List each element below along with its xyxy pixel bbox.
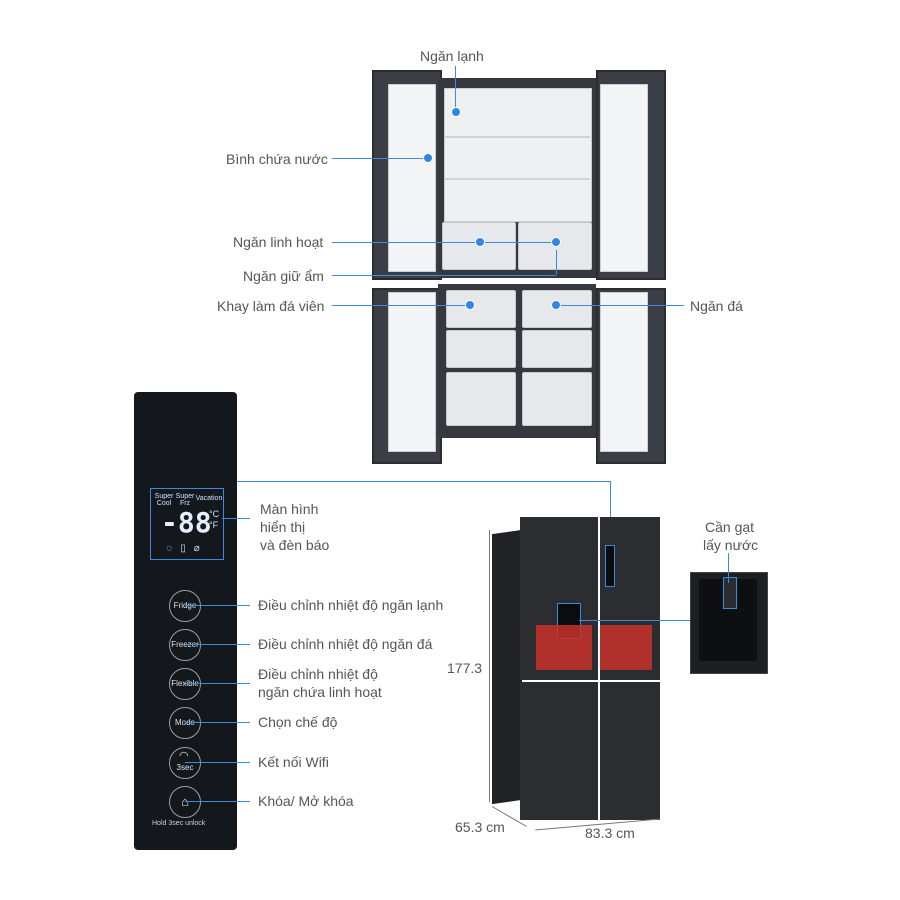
label-water-tank: Bình chứa nước <box>226 151 328 167</box>
mode-button[interactable]: Mode <box>169 707 201 739</box>
marker-dot <box>551 300 561 310</box>
lock-icon: ⌂ <box>181 794 189 809</box>
flexible-button[interactable]: Flexible <box>169 668 201 700</box>
marker-dot <box>451 107 461 117</box>
display-description: Màn hình <box>260 501 319 517</box>
height-dimension: 177.3 <box>447 660 483 676</box>
label-ice-tray: Khay làm đá viên <box>217 298 325 314</box>
label-humidity-drawer: Ngăn giữ ẩm <box>243 268 324 284</box>
marker-dot <box>423 153 433 163</box>
fridge-button[interactable]: Fridge <box>169 590 201 622</box>
dispenser-lever-label-line1: Cần gạt <box>705 519 755 535</box>
label-flexible-compartment: Ngăn linh hoạt <box>233 234 324 250</box>
wifi-icon: ◠ <box>179 750 189 762</box>
water-dispenser-closeup <box>690 572 768 674</box>
marker-dot <box>551 237 561 247</box>
temperature-digits: -88 <box>161 506 212 539</box>
wifi-button[interactable]: ◠3sec <box>169 747 201 779</box>
dispenser-lever-label-line2: lấy nước <box>703 537 759 553</box>
marker-dot <box>465 300 475 310</box>
display-indicator: Super Cool Super Frz Vacation -88 °C °F … <box>150 488 224 560</box>
lock-button[interactable]: ⌂ <box>169 786 201 818</box>
label-fridge-compartment: Ngăn lạnh <box>420 48 484 64</box>
marker-dot <box>475 237 485 247</box>
label-freezer-compartment: Ngăn đá <box>690 298 743 314</box>
depth-dimension: 65.3 cm <box>455 819 505 835</box>
width-dimension: 83.3 cm <box>585 825 635 841</box>
freezer-button[interactable]: Freezer <box>169 629 201 661</box>
hold-unlock-text: Hold 3sec unlock <box>152 820 206 827</box>
